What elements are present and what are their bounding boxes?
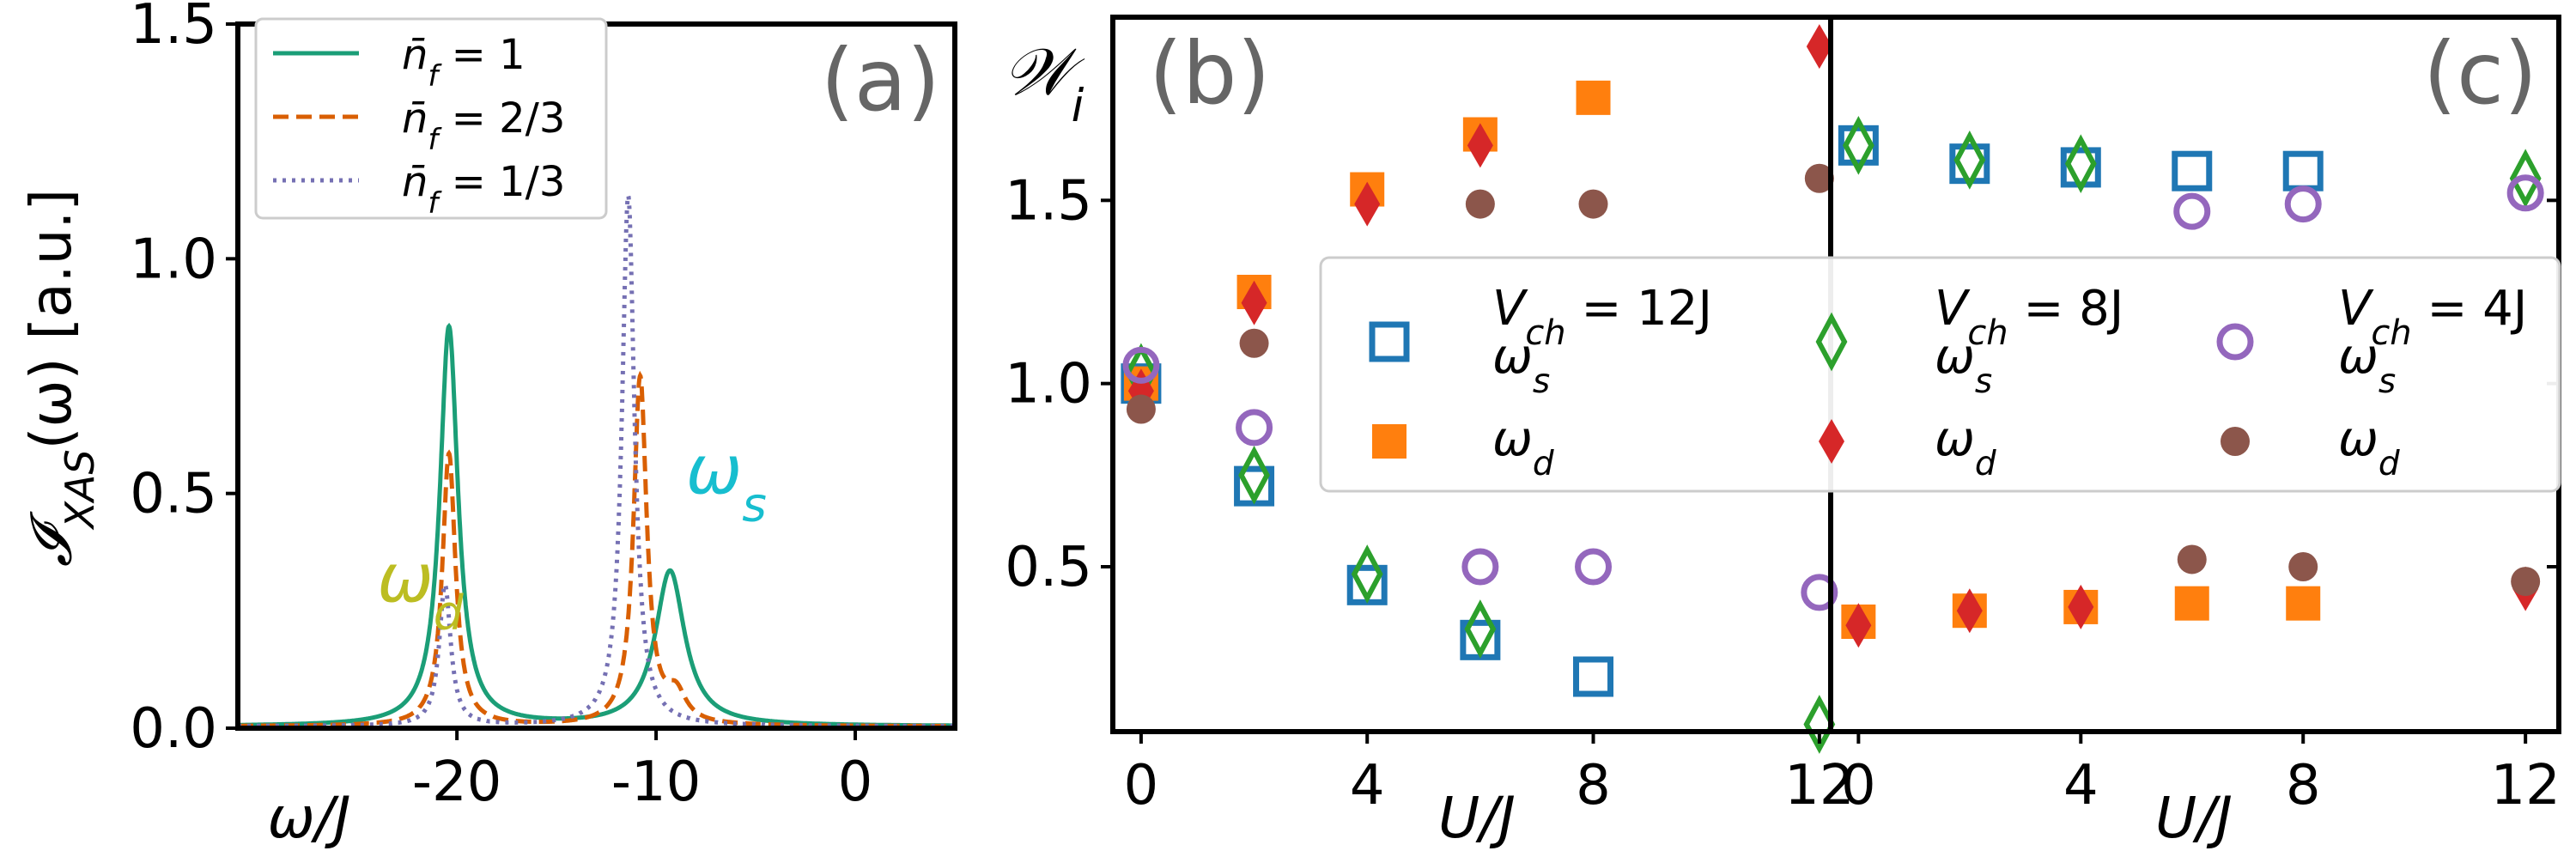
a-xlabel: ω/J: [268, 785, 351, 851]
panel-c-tag: (c): [2423, 23, 2537, 124]
a-xtick-label-0: -20: [412, 751, 502, 814]
legend-a-label-2: n̄f = 1/3: [402, 158, 565, 221]
b-series-1-point-4: [1576, 80, 1611, 115]
c-series-4-point-0: [2173, 192, 2211, 230]
legend-a-label-1: n̄f = 2/3: [402, 94, 565, 157]
c-series-4-point-1: [2284, 185, 2322, 223]
c-series-2-point-1: [1953, 131, 1986, 190]
c-xtick-label-3: 12: [2490, 754, 2560, 817]
b-series-2-point-4: [1803, 695, 1836, 754]
b-series-5-point-4: [1804, 163, 1834, 193]
legend-bc-marker-0-1: [1372, 424, 1406, 459]
legend-bc-marker-1-0: [1815, 312, 1848, 372]
b-series-4-point-4: [1801, 574, 1838, 611]
c-series-4-point-2: [2506, 174, 2544, 212]
legend-a-box: [254, 17, 608, 220]
panel-a-tag: (a): [821, 30, 940, 131]
legend-bc-marker-0-0: [1369, 321, 1410, 362]
legend-bc-header-0: Vch = 12J: [1492, 281, 1712, 353]
legend-bc-header-1: Vch = 8J: [1935, 281, 2123, 353]
legend-bc-header-2: Vch = 4J: [2338, 281, 2527, 353]
b-series-4-point-3: [1575, 548, 1613, 586]
b-xtick-label-3: 12: [1784, 754, 1854, 817]
c-xtick-label-1: 4: [2063, 754, 2099, 817]
legend-bc-marker-1-1: [1819, 419, 1844, 464]
b-series-5-point-1: [1239, 328, 1269, 358]
a-annotation-1: ωd: [377, 540, 464, 640]
b-series-4-point-2: [1461, 548, 1499, 586]
series-a-1-line: [238, 370, 955, 728]
a-ytick-label-3: 1.5: [130, 0, 217, 57]
c-series-5-point-2: [2511, 567, 2541, 597]
c-series-2-point-2: [2064, 134, 2097, 194]
c-series-1-point-3: [2174, 586, 2209, 621]
legend-bc-label-1-0: ωs: [1935, 329, 1992, 401]
a-xtick-label-2: 0: [838, 751, 873, 814]
b-series-3-point-1: [1241, 280, 1267, 325]
series-a-0-line: [237, 322, 955, 728]
b-series-3-point-3: [1467, 123, 1493, 168]
legend-bc-label-0-0: ωs: [1492, 329, 1550, 401]
panel-c: 0 4 8 12 U/J (c): [1838, 23, 2561, 851]
c-series-0-point-4: [2282, 150, 2324, 191]
c-xtick-label-2: 8: [2286, 754, 2321, 817]
b-series-2-point-1: [1238, 445, 1270, 505]
c-series-0-point-0: [1838, 125, 1879, 166]
c-series-1-point-4: [2286, 586, 2321, 621]
b-xlabel: U/J: [1438, 785, 1516, 851]
b-ytick-label-0: 0.5: [1005, 536, 1092, 599]
legend-bc-label-2-1: ωd: [2338, 411, 2400, 483]
legend-bc-box: [1319, 256, 2561, 493]
b-ytick-label-2: 1.5: [1005, 169, 1092, 233]
a-annotation-0: ωs: [686, 433, 767, 532]
c-series-5-point-0: [2177, 544, 2207, 574]
b-series-3-point-2: [1354, 181, 1381, 227]
legend-bc-marker-2-1: [2221, 427, 2250, 456]
b-series-4-point-1: [1236, 409, 1273, 447]
b-series-0-point-4: [1573, 656, 1614, 697]
c-series-2-point-3: [2509, 149, 2542, 209]
legend-bc-label-1-1: ωd: [1935, 411, 1996, 483]
b-series-3-point-4: [1806, 24, 1832, 70]
b-series-2-point-3: [1464, 599, 1497, 659]
c-xlabel: U/J: [2155, 785, 2233, 851]
c-series-3-point-0: [1845, 603, 1872, 648]
c-series-5-point-1: [2288, 552, 2318, 581]
b-series-5-point-0: [1126, 394, 1156, 424]
b-xtick-label-1: 4: [1350, 754, 1385, 817]
b-series-2-point-2: [1351, 544, 1383, 604]
c-series-0-point-3: [2172, 150, 2213, 191]
c-xtick-label-0: 0: [1841, 754, 1876, 817]
b-ytick-label-1: 1.0: [1005, 353, 1092, 416]
c-series-3-point-2: [2068, 584, 2094, 629]
b-ylabel: 𝒲i: [1003, 33, 1085, 132]
panel-b-tag: (b): [1149, 23, 1271, 124]
a-ytick-label-0: 0.0: [130, 697, 217, 761]
c-series-2-point-0: [1842, 115, 1874, 175]
a-ylabel: 𝓘XAS(ω) [a.u.]: [18, 189, 103, 567]
panel-b: 0 4 8 12 U/J 0.5 1.0 1.5 𝒲i (b): [1003, 23, 1855, 851]
legend-bc-label-2-0: ωs: [2338, 329, 2396, 401]
panel-a: 0.0 0.5 1.0 1.5 -20 -10 0 𝓘XAS(ω) [a.u.] ω/J (a) ω…: [18, 0, 957, 851]
legend-bc-label-0-1: ωd: [1492, 411, 1554, 483]
legend-a: n̄f = 1n̄f = 2/3n̄f = 1/3: [254, 17, 608, 221]
series-a-2-line: [238, 187, 956, 728]
a-ytick-label-1: 0.5: [130, 463, 217, 526]
b-series-5-point-2: [1465, 189, 1495, 219]
legend-bc-marker-2-0: [2216, 323, 2254, 361]
c-series-3-point-1: [1956, 588, 1983, 634]
b-xtick-label-2: 8: [1576, 754, 1611, 817]
b-series-5-point-3: [1578, 189, 1608, 219]
b-series-4-point-0: [1122, 346, 1160, 384]
b-xtick-label-0: 0: [1124, 754, 1159, 817]
a-ytick-label-2: 1.0: [130, 228, 217, 291]
a-xtick-label-1: -10: [611, 751, 702, 814]
legend-a-label-0: n̄f = 1: [402, 31, 526, 94]
